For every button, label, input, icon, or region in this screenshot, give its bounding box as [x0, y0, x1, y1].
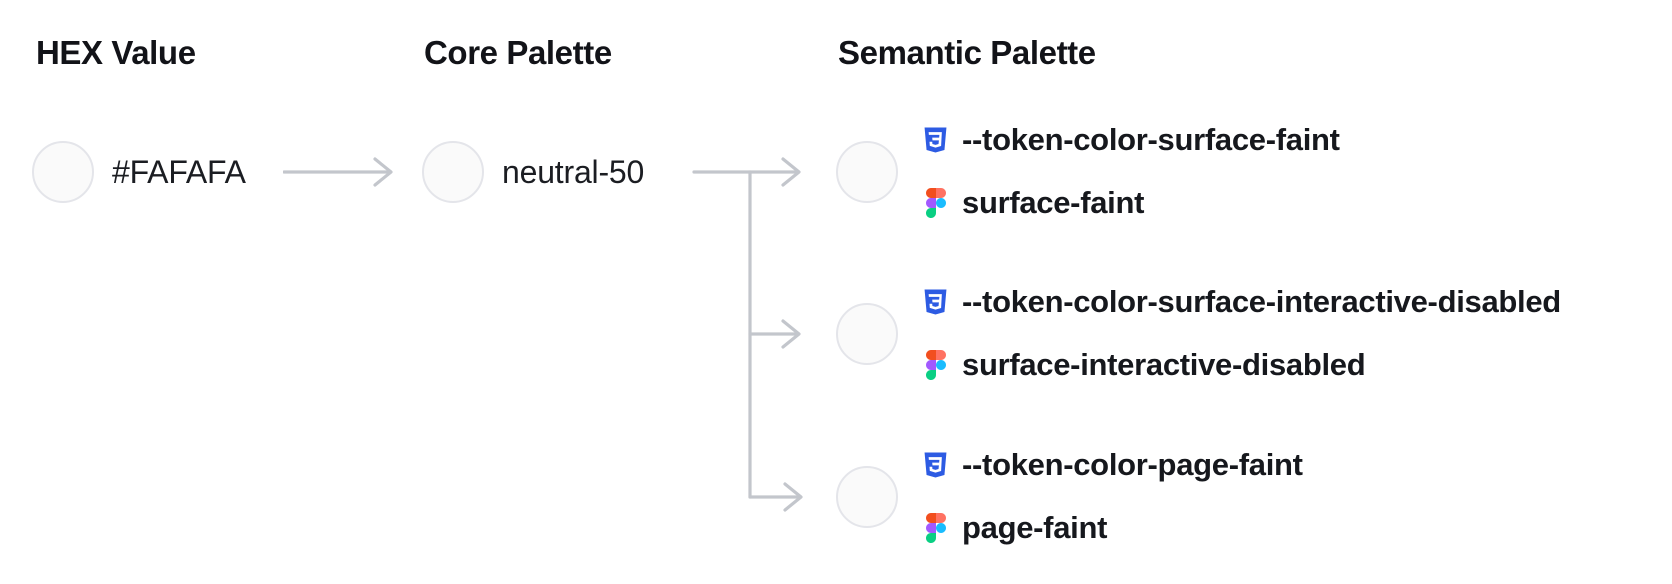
hex-column-title: HEX Value — [36, 34, 196, 71]
figma-token-row: surface-interactive-disabled — [922, 345, 1366, 385]
figma-logo-icon — [922, 513, 949, 543]
semantic-swatch-surface-faint — [836, 141, 898, 203]
semantic-swatch-page-faint — [836, 466, 898, 528]
css3-badge-icon — [922, 451, 949, 479]
figma-logo-icon — [922, 350, 949, 380]
figma-token-name: page-faint — [962, 510, 1108, 545]
semantic-swatch-surface-interactive-disabled — [836, 303, 898, 365]
hex-swatch — [32, 141, 94, 203]
css-token-row: --token-color-page-faint — [922, 445, 1303, 485]
css-token-row: --token-color-surface-interactive-disabl… — [922, 282, 1561, 322]
css-token-row: --token-color-surface-faint — [922, 120, 1340, 160]
figma-token-name: surface-interactive-disabled — [962, 347, 1366, 382]
figma-token-row: surface-faint — [922, 183, 1144, 223]
css3-badge-icon — [922, 288, 949, 316]
css3-badge-icon — [922, 126, 949, 154]
core-swatch — [422, 141, 484, 203]
figma-logo-icon — [922, 188, 949, 218]
figma-token-name: surface-faint — [962, 185, 1145, 220]
figma-token-row: page-faint — [922, 508, 1107, 548]
connector-core-to-semantic-branches — [692, 157, 803, 512]
hex-value-label: #FAFAFA — [112, 154, 246, 190]
css-variable-name: --token-color-surface-interactive-disabl… — [962, 284, 1561, 319]
core-column-title: Core Palette — [424, 34, 612, 71]
css-variable-name: --token-color-page-faint — [962, 447, 1303, 482]
semantic-column-title: Semantic Palette — [838, 34, 1096, 71]
arrow-hex-to-core — [283, 157, 393, 187]
core-value-label: neutral-50 — [502, 154, 645, 190]
css-variable-name: --token-color-surface-faint — [962, 122, 1340, 157]
